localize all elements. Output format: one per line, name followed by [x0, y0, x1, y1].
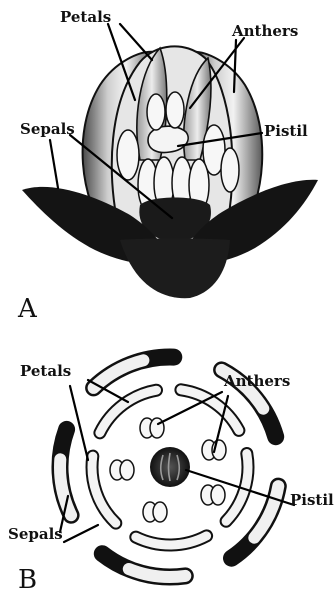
- label-petals-a: Petals: [60, 8, 111, 26]
- label-anthers-a: Anthers: [231, 22, 298, 40]
- label-petals-b: Petals: [20, 362, 71, 380]
- label-anthers-b: Anthers: [223, 372, 290, 390]
- label-sepals-b: Sepals: [8, 525, 63, 543]
- sepal-b-fill: [94, 360, 144, 388]
- label-sepals-a: Sepals: [20, 120, 75, 138]
- panel-letter-b: B: [18, 565, 37, 595]
- anther-b: [211, 485, 225, 505]
- label-pistil-a: Pistil: [264, 122, 308, 140]
- label-pistil-b: Pistil: [290, 491, 334, 509]
- sepal-center-a: [120, 239, 230, 299]
- anther-b: [120, 460, 134, 480]
- anther-b: [153, 502, 167, 522]
- panel-letter-a: A: [17, 294, 38, 324]
- panel-b-flower: [60, 357, 278, 577]
- panel-a-flower: [22, 46, 318, 298]
